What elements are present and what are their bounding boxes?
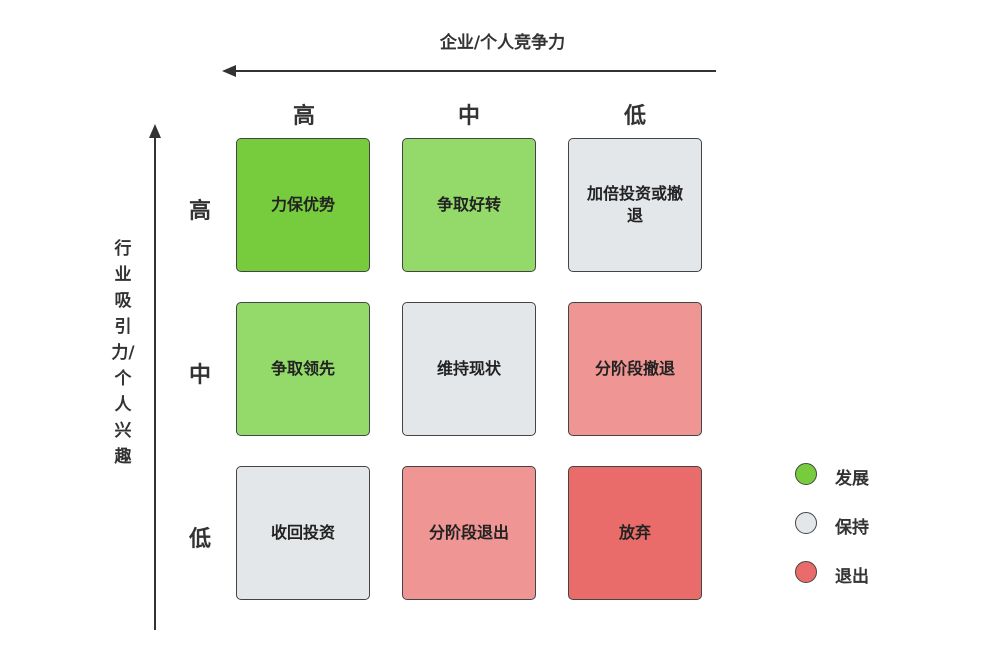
legend-label-exit: 退出 [835,567,869,587]
matrix-cell: 维持现状 [402,302,536,436]
cell-label: 收回投资 [270,523,335,542]
cell-label: 分阶段撤退 [594,359,675,378]
matrix-cell: 争取好转 [402,138,536,272]
legend-dot [795,512,817,534]
column-header-medium: 中 [457,104,480,129]
matrix-cell: 分阶段退出 [402,466,536,600]
legend-label-develop: 发展 [835,469,869,489]
legend-label-maintain: 保持 [835,518,869,538]
legend-dot [795,463,817,485]
matrix-cell: 加倍投资或撤退 [568,138,702,272]
y-axis-arrow-head [149,124,161,138]
cell-label: 力保优势 [270,195,335,214]
cell-label: 维持现状 [436,359,501,378]
y-axis-title: 行业吸引力/个人兴趣 [111,239,135,467]
cell-label: 争取领先 [270,359,335,378]
row-header-medium: 中 [188,363,211,388]
column-header-low: 低 [623,104,646,129]
row-header-high: 高 [188,199,211,224]
cell-label: 放弃 [618,523,651,542]
column-header-high: 高 [292,104,315,129]
matrix-cell: 力保优势 [236,138,370,272]
cell-label: 争取好转 [436,195,501,214]
matrix-cell: 争取领先 [236,302,370,436]
row-header-low: 低 [188,527,211,552]
matrix-cell: 分阶段撤退 [568,302,702,436]
matrix-cell: 放弃 [568,466,702,600]
legend-dot [795,561,817,583]
cell-label: 加倍投资或撤退 [586,184,683,225]
matrix-cell: 收回投资 [236,466,370,600]
x-axis-arrow-head [222,65,236,77]
x-axis-title: 企业/个人竞争力 [439,33,566,53]
cell-label: 分阶段退出 [428,523,509,542]
